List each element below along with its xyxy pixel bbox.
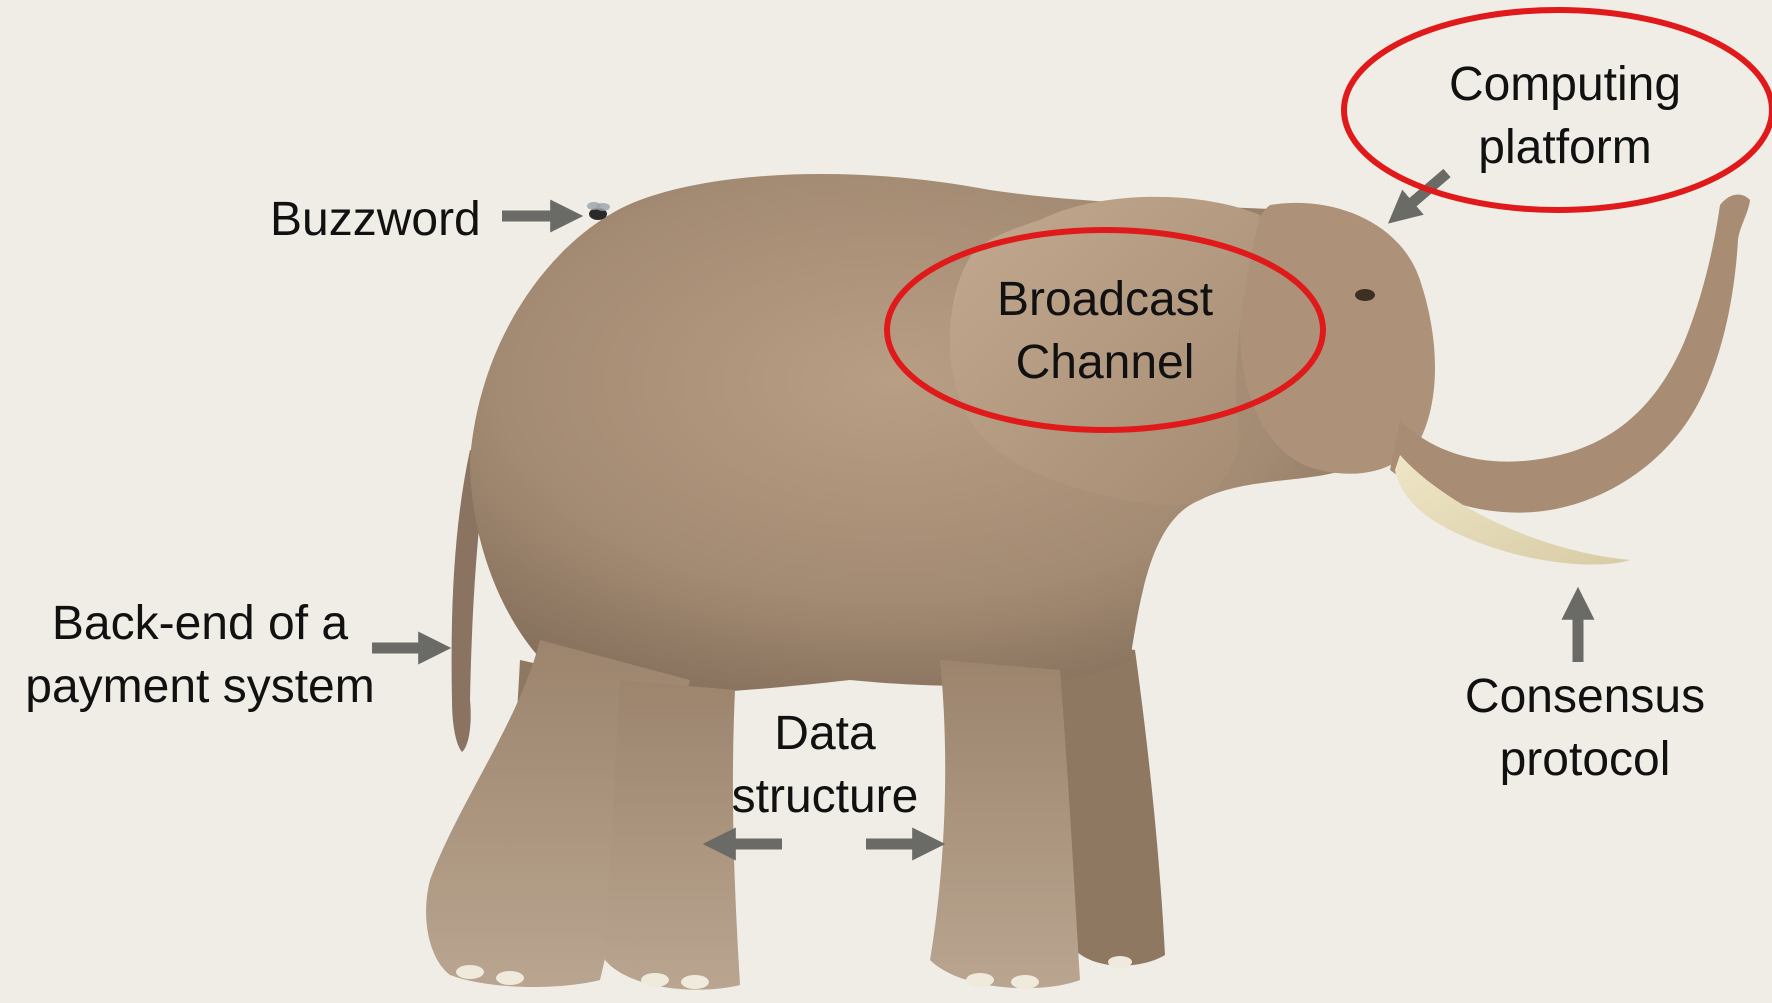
backend-line-2: payment system bbox=[10, 655, 390, 718]
elephant-trunk bbox=[1390, 195, 1750, 513]
computing-line-2: platform bbox=[1430, 116, 1700, 179]
broadcast-channel-label: Broadcast Channel bbox=[985, 268, 1225, 394]
backend-payment-label: Back-end of a payment system bbox=[10, 592, 390, 718]
broadcast-line-2: Channel bbox=[985, 331, 1225, 394]
elephant-front-near-leg bbox=[930, 660, 1080, 988]
backend-line-1: Back-end of a bbox=[10, 592, 390, 655]
elephant-eye bbox=[1355, 289, 1375, 301]
computing-line-1: Computing bbox=[1430, 53, 1700, 116]
broadcast-line-1: Broadcast bbox=[985, 268, 1225, 331]
data-structure-label: Data structure bbox=[715, 702, 935, 828]
buzzword-label: Buzzword bbox=[270, 188, 481, 251]
computing-platform-label: Computing platform bbox=[1430, 53, 1700, 179]
consensus-line-2: protocol bbox=[1450, 728, 1720, 791]
data-structure-line-2: structure bbox=[715, 765, 935, 828]
consensus-protocol-label: Consensus protocol bbox=[1450, 665, 1720, 791]
buzzword-line-1: Buzzword bbox=[270, 188, 481, 251]
consensus-line-1: Consensus bbox=[1450, 665, 1720, 728]
data-structure-line-1: Data bbox=[715, 702, 935, 765]
